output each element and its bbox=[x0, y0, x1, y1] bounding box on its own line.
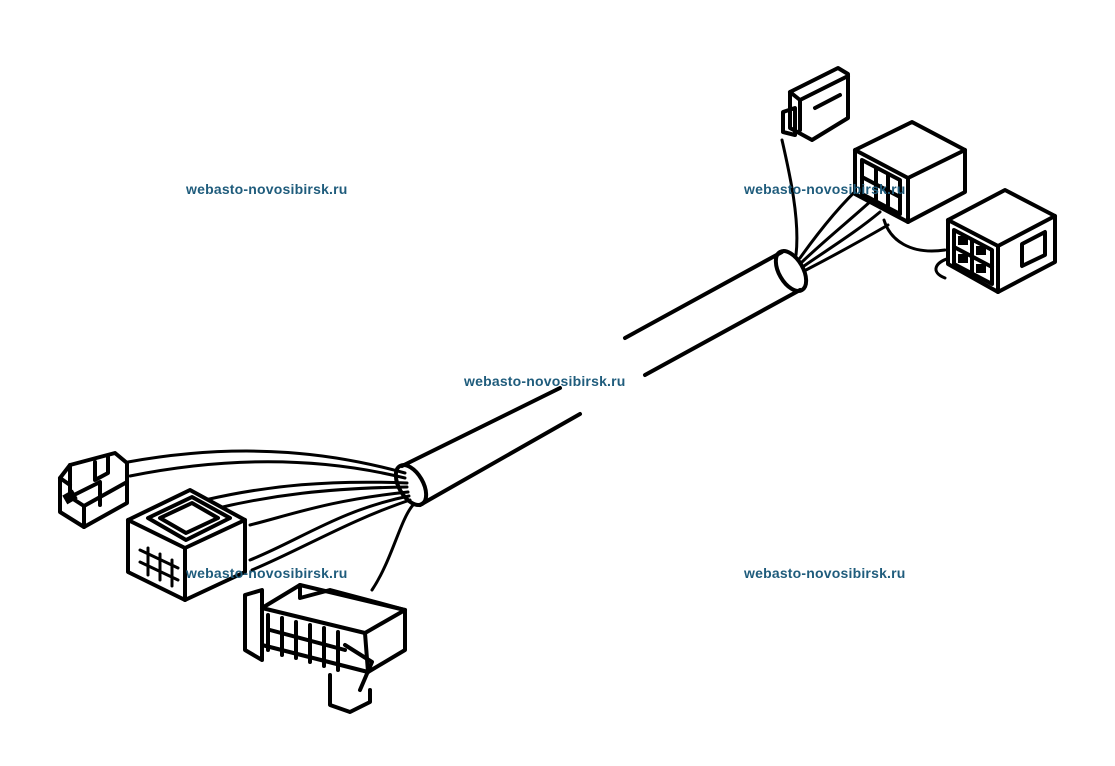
connector-left-2pin bbox=[58, 451, 129, 529]
cable-sheath bbox=[393, 249, 809, 507]
connector-right-4pin-lower bbox=[946, 188, 1057, 294]
connector-right-2pin bbox=[781, 66, 850, 142]
connector-left-8pin bbox=[243, 583, 407, 714]
connector-left-6pin bbox=[126, 488, 247, 602]
left-wires bbox=[126, 449, 415, 592]
connector-right-4pin bbox=[853, 120, 967, 224]
